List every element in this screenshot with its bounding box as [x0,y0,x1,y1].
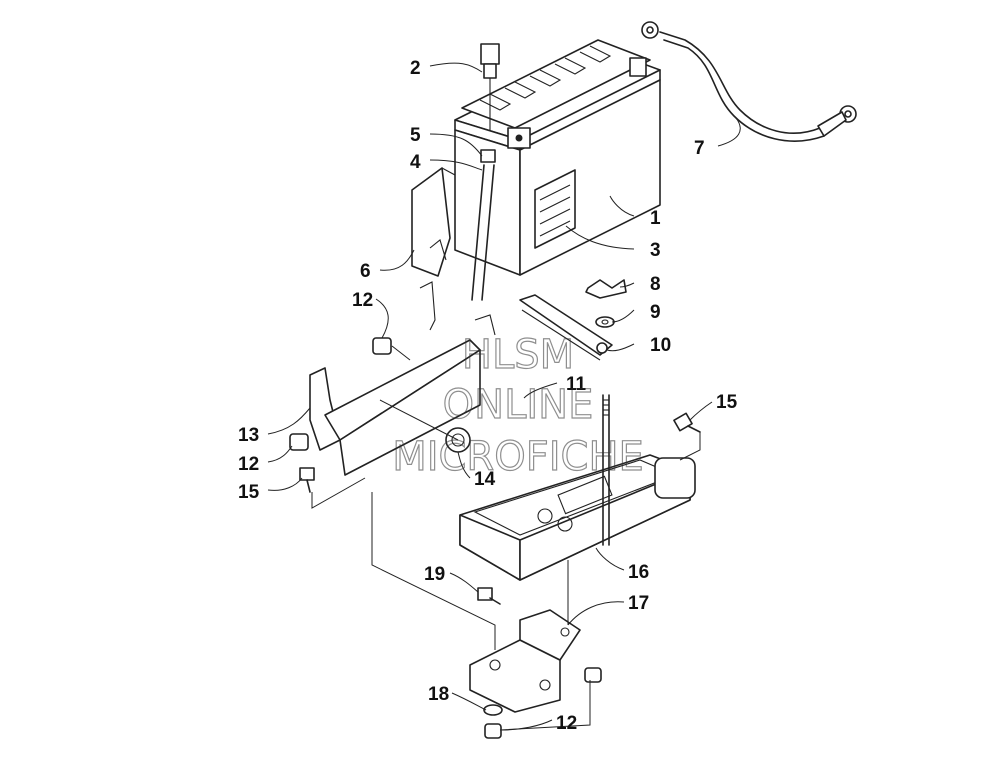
nut-part [289,337,602,739]
washer-part [595,316,615,328]
hold-down-plate-part [519,294,613,361]
callout-2: 2 [410,58,421,79]
watermark-line-2: ONLINE [443,382,594,428]
watermark-line-1: HLSM [462,332,574,378]
callout-5: 5 [410,125,421,146]
leader-lines [267,62,741,731]
callout-12-top: 12 [352,290,373,311]
callout-18: 18 [428,684,449,705]
callout-9: 9 [650,302,661,323]
callout-12-left: 12 [238,454,259,475]
battery-tray-part [459,454,696,581]
callout-6: 6 [360,261,371,282]
shield-part [411,167,456,277]
rod-part [602,394,610,546]
wing-nut-part [585,279,627,299]
mounting-bracket-part [469,609,581,713]
callout-14: 14 [474,469,496,490]
callout-12-bottom: 12 [556,713,577,734]
callout-10: 10 [650,335,671,356]
assembly-lines [311,345,701,731]
callout-1: 1 [650,208,661,229]
flat-washer-part [483,704,503,716]
bolt-part [477,587,501,605]
callout-17: 17 [628,593,649,614]
vent-tube-part [471,149,496,301]
callout-15-right: 15 [716,392,738,413]
callouts: 1 2 3 4 5 6 7 8 9 10 11 12 12 12 13 14 1… [238,58,738,734]
callout-4: 4 [410,152,421,173]
watermark-line-3: MICROFICHE [392,434,644,480]
callout-11: 11 [566,374,587,395]
callout-8: 8 [650,274,661,295]
vent-plug-part [480,43,500,130]
hold-down-bracket-part [309,281,496,476]
callout-19: 19 [424,564,445,585]
watermark: HLSM ONLINE MICROFICHE [392,331,645,480]
callout-3: 3 [650,240,661,261]
callout-7: 7 [694,138,705,159]
callout-16: 16 [628,562,649,583]
callout-15-left: 15 [238,482,260,503]
callout-13: 13 [238,425,259,446]
battery-cable-part [641,21,857,142]
cap-screw-part [299,412,701,493]
